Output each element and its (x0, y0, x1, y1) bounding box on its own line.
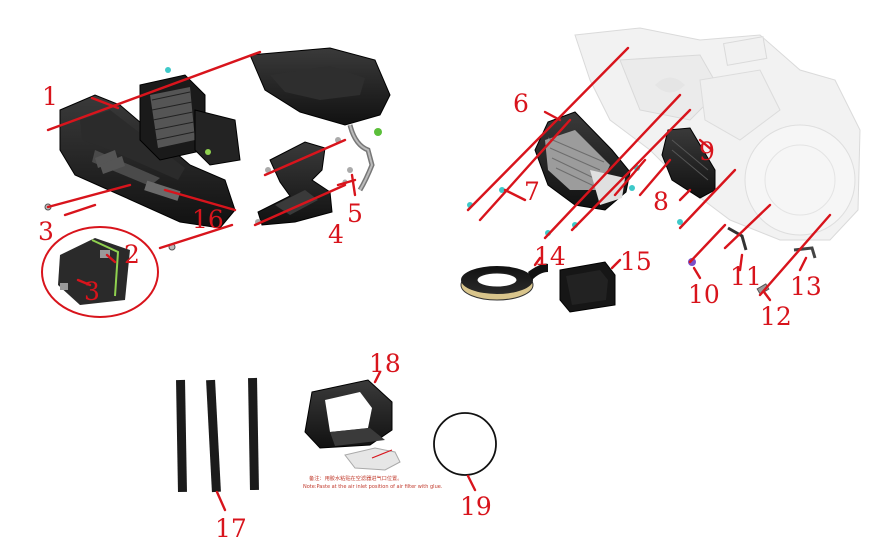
callout-7: 7 (524, 177, 540, 206)
callout-15: 15 (620, 247, 652, 276)
callout-5: 5 (347, 199, 363, 228)
air-filter-grille-element (139, 74, 206, 161)
leader-lines (46, 46, 832, 512)
callout-16: 16 (192, 205, 224, 234)
clip-part-11 (727, 226, 748, 251)
air-filter-housing (59, 94, 236, 229)
engine-background-ghost (574, 27, 861, 241)
callout-8: 8 (653, 187, 669, 216)
air-filter-bracket (194, 109, 241, 166)
callout-6: 6 (513, 89, 529, 118)
rubber-strips-part-17 (176, 377, 259, 493)
bracket-part-9 (661, 127, 716, 199)
callout-labels: 1 2 3 3 4 5 6 7 8 9 10 11 12 13 14 15 16… (38, 82, 822, 543)
callout-9: 9 (699, 137, 715, 166)
callout-12: 12 (760, 302, 792, 331)
cover-plate-part-4 (257, 141, 333, 226)
foam-pad-part-15 (559, 261, 616, 313)
note-text-en: Note:Paste at the air inlet position of … (303, 484, 443, 490)
intake-tube-part-5 (347, 124, 382, 192)
callout-19: 19 (460, 492, 492, 521)
callout-11: 11 (730, 262, 762, 291)
callout-14: 14 (534, 242, 566, 271)
zoom-detail-circle (41, 226, 159, 318)
intake-duct-part-18 (304, 379, 393, 449)
foam-seal-roll-part-14 (460, 263, 548, 301)
callout-18: 18 (369, 349, 401, 378)
callout-3-upper: 3 (38, 217, 54, 246)
filter-cover-part-6 (534, 111, 631, 211)
note-illustration (344, 447, 401, 471)
callout-2: 2 (124, 240, 140, 269)
note-text-cn: 备注：用胶水粘贴在空滤器进气口位置。 (309, 474, 402, 482)
callout-17: 17 (215, 514, 247, 543)
callout-1: 1 (42, 82, 58, 111)
callout-13: 13 (790, 272, 822, 301)
callout-10: 10 (688, 280, 720, 309)
callout-4: 4 (328, 220, 344, 249)
o-ring-part-19 (433, 412, 497, 476)
callout-3-detail: 3 (84, 277, 100, 306)
intake-duct-upper (249, 47, 391, 126)
